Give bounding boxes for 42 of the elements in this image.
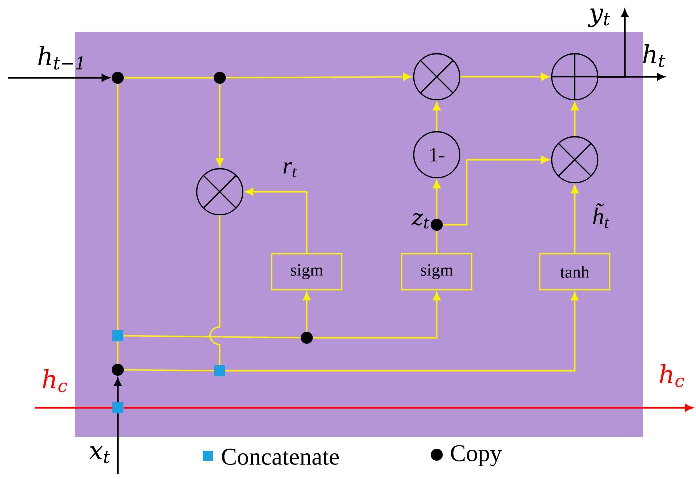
arrow [313,292,441,339]
variable-label: h$_{c}$ [43,370,68,392]
concatenate-square [112,402,124,414]
arrow [433,102,441,132]
concatenate-square [112,330,124,342]
copy-dot [112,72,124,84]
multiply-symbol [551,136,599,184]
activation-box: sigm [271,253,343,291]
arrow [598,10,629,78]
arrow [8,74,110,82]
concatenate-square [214,366,226,376]
variable-label: y$_{t}$ [588,8,610,28]
variable-label: z$_{t}$ [412,213,430,229]
arrow [571,102,579,136]
activation-box: tanh [539,253,611,291]
arrow [443,156,550,226]
arrow [124,404,693,412]
arrow [571,185,579,254]
arrow [226,73,412,81]
edge-label: h̃$_{t}$ [593,204,610,228]
legend-text: Concatenate [222,448,339,466]
edge-label: r$_{t}$ [284,162,298,178]
copy-dot [431,219,443,231]
copy-dot [214,72,226,84]
arrow [303,292,311,332]
variable-label: h$_{c}$ [660,364,684,388]
multiply-symbol [413,53,461,101]
variable-label: h$_{t}$ [643,44,666,68]
variable-label: h$_{t−1}$ [38,46,83,70]
legend-text: Copy [451,445,502,467]
add-symbol [551,53,599,101]
activation-box: sigm [401,253,473,291]
copy-dot [301,332,313,344]
copy-dot [112,364,124,376]
variable-label: x$_{t}$ [89,446,110,464]
arrow [226,292,579,372]
arrow [114,378,122,402]
multiply-symbol [196,168,244,216]
arrow [216,84,224,167]
arrow [433,180,441,219]
arrow [460,73,550,81]
arrow [245,188,308,254]
